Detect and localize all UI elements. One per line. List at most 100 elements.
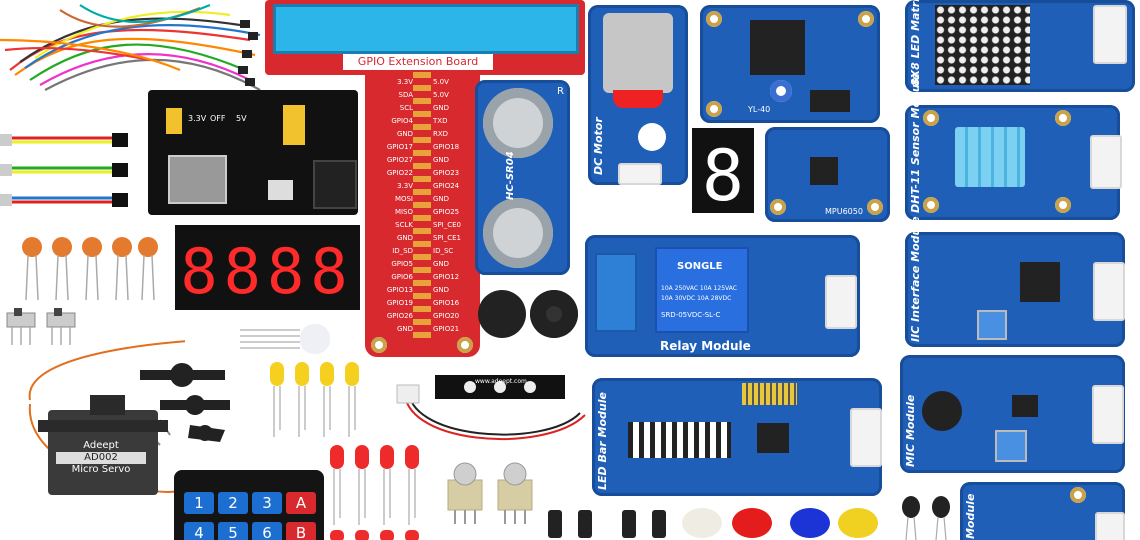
mount-hole [706,11,722,27]
connector [825,275,857,329]
chip [750,20,805,75]
connector [1095,512,1125,540]
relay-brand: SONGLE [677,261,723,272]
gyro-label: MPU6050 [825,207,863,216]
led-bar-header [742,383,797,405]
keypad-key: 6 [252,522,282,540]
gpio-pin-label: GND [433,156,450,164]
gpio-pin-label: GND [396,130,413,138]
gpio-pin-label: GPIO16 [433,299,460,307]
gpio-pin-label: GND [433,195,450,203]
yellow-leds [270,362,359,437]
motor-cap [613,90,663,108]
keypad-key: 3 [252,492,282,514]
pcf-label: YL-40 [748,105,771,114]
servo-type: Micro Servo [71,464,131,475]
potentiometer [995,430,1027,462]
gpio-pin-label: GND [433,104,450,112]
gpio-pin-label: GPIO18 [433,143,460,151]
iic-interface-module: IIC Interface Module [905,216,1125,347]
gpio-pin-label: ID_SD [392,247,413,255]
gpio-pin-label: SPI_CE1 [433,234,461,242]
connector [850,408,882,467]
ceramic-capacitors [22,237,158,301]
mount-hole [1070,487,1086,503]
gpio-pin-label: GPIO22 [386,169,413,177]
bottom-module-label: D Module [964,493,977,540]
led-bar-graph [622,416,737,464]
adeept-led-strip [396,375,586,440]
led-bar-label: LED Bar Module [596,392,609,490]
keypad-key: B [286,522,316,540]
gpio-pin-label: GPIO17 [386,143,413,151]
rgb-led [240,324,330,354]
ultrasonic-transducer-t [483,198,553,268]
mount-hole [923,110,939,126]
chip [1012,395,1038,417]
mount-hole [867,199,883,215]
gpio-pin-label: GPIO4 [391,117,413,125]
quad-seven-segment: 8888 [175,225,360,310]
gpio-pin-label: GPIO24 [433,182,460,190]
power-switch [268,180,293,200]
mount-hole [371,337,387,353]
connector [1093,262,1125,321]
gpio-pin-label: ID_SC [433,247,454,255]
single-seven-segment-digit: 8 [702,135,744,213]
gpio-pin-label: GPIO25 [433,208,460,216]
gpio-pin-label: SCLK [395,221,413,229]
gpio-pin-label: GPIO23 [433,169,460,177]
gpio-pin-label: GPIO20 [433,312,460,320]
ultrasonic-transducer-r [483,88,553,158]
gpio-ribbon-header [273,4,579,54]
gpio-pin-label: TXD [433,117,448,125]
relay-model: SRD-05VDC-SL-C [661,311,721,319]
potentiometers [447,462,533,524]
keypad-key: 2 [218,492,248,514]
servo-model: AD002 [56,452,146,464]
mic-label: MIC Module [904,394,917,467]
slide-switches [6,308,76,345]
connector [1093,5,1127,64]
active-buzzer [530,290,578,338]
quad-seven-segment-digits: 8888 [180,235,353,308]
gpio-pin-label: 5.0V [433,78,449,86]
mount-hole [1055,110,1071,126]
gpio-pin-label: SCL [399,104,413,112]
dht11-sensor [955,127,1025,187]
chip [1020,262,1060,302]
chip [757,423,789,453]
led-matrix-module: 8X8 LED Matrix Module [905,0,1135,92]
red-leds [330,445,419,540]
potentiometer [977,310,1007,340]
connector [1092,385,1124,444]
gpio-pin-label: 5.0V [433,91,449,99]
jumper-left [166,108,182,134]
gpio-pin-label: RXD [433,130,449,138]
thermistors [902,496,950,540]
keypad-key: 4 [184,522,214,540]
gpio-pin-label: GPIO21 [433,325,460,333]
usb-port [168,155,227,204]
relay-label: Relay Module [660,339,751,353]
ultrasonic-r: R [557,86,564,97]
mount-hole [706,101,722,117]
jumper-right [283,105,305,145]
dht11-module: DHT-11 Sensor Module [905,73,1122,220]
mount-hole [1055,197,1071,213]
gpio-pin-label: 3.3V [397,182,413,190]
gpio-pin-label: GND [396,234,413,242]
mount-hole [457,337,473,353]
gpio-pin-label: GPIO13 [386,286,413,294]
gpio-pin-label: GPIO26 [386,312,413,320]
mount-hole [923,197,939,213]
gpio-board-top: GPIO Extension Board [265,0,585,75]
power-label-2: OFF [210,114,226,123]
connector [618,163,662,185]
gpio-pin-label: MISO [394,208,413,216]
gpio-pin-label: 3.3V [397,78,413,86]
gpio-pin-label: SDA [398,91,414,99]
relay-spec1: 10A 250VAC 10A 125VAC [661,285,737,292]
